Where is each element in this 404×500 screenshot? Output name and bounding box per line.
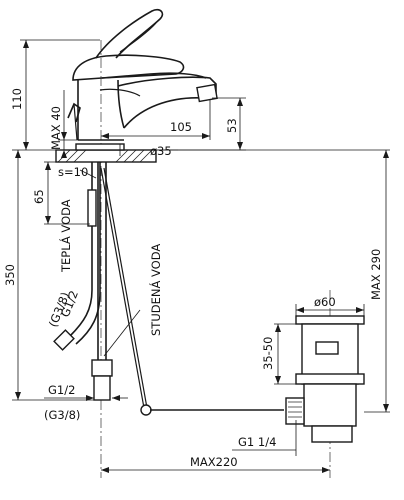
dim-35-50-line [274, 323, 300, 385]
dim-d60-line [295, 304, 365, 316]
cold-water-label: STUDENÁ VODA [148, 244, 163, 336]
dim-d35-label: ø35 [150, 144, 172, 158]
dim-d60-label: ø60 [314, 295, 336, 309]
thread-waste-label: G1 1/4 [238, 435, 276, 449]
cold-water-leader [103, 309, 141, 357]
drain-lift-rod [100, 167, 284, 416]
dim-max40-line [58, 90, 78, 158]
dim-350-label: 350 [3, 264, 17, 286]
thread-bottom-label-b: (G3/8) [44, 408, 80, 422]
cold-water-hose [91, 162, 113, 401]
dim-105-line [101, 100, 211, 140]
s10-leader [79, 169, 97, 179]
countertop-section [55, 143, 157, 163]
dim-max220-label: MAX220 [190, 455, 238, 469]
dim-max220-line [101, 467, 330, 473]
dim-max290-label: MAX 290 [369, 249, 383, 300]
faucet-spout [117, 76, 218, 129]
dim-g1-2-bottom-line [44, 395, 128, 401]
dim-110-label: 110 [10, 88, 24, 110]
dim-105-label: 105 [170, 120, 192, 134]
dim-53-label: 53 [225, 118, 239, 133]
hot-water-label: TEPLÁ VODA [58, 199, 73, 273]
dim-s10-label: s=10 [58, 165, 88, 179]
dim-35-50-label: 35-50 [261, 337, 275, 370]
dim-max290-line [156, 149, 390, 413]
drain-lift-rod-top [67, 102, 81, 141]
faucet-lever [95, 8, 164, 59]
dim-350-line [12, 149, 94, 401]
hot-water-hose [53, 162, 101, 351]
dim-max40-label: MAX 40 [49, 106, 63, 150]
dim-g1-1-4-line [232, 420, 297, 456]
dim-65-line [44, 161, 90, 225]
waste-drain [285, 315, 365, 443]
hose-clip [87, 189, 97, 227]
thread-bottom-label-a: G1/2 [48, 383, 75, 397]
dim-65-label: 65 [32, 189, 46, 204]
dim-110-line [20, 39, 100, 151]
